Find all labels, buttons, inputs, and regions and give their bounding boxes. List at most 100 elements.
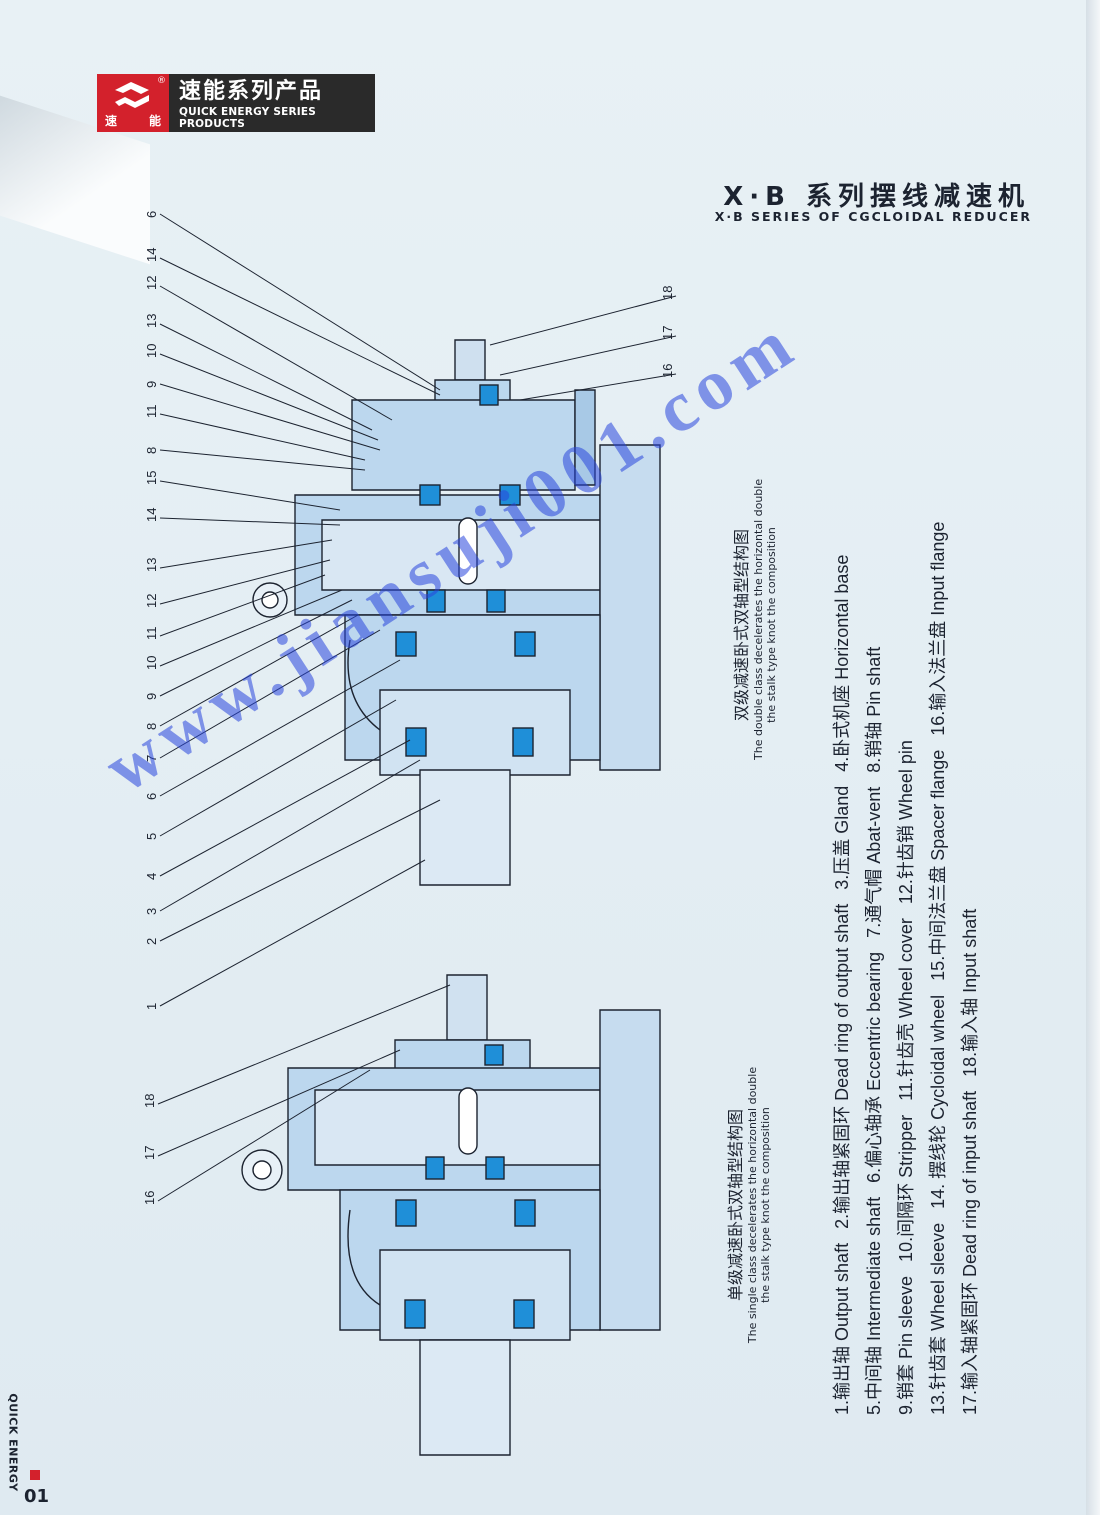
leader-line bbox=[157, 984, 451, 1105]
legend-item: 9.销套 Pin sleeve bbox=[896, 1275, 916, 1415]
legend-item: 11.针齿壳 Wheel cover bbox=[896, 918, 916, 1101]
logo-char: 能 bbox=[148, 114, 161, 128]
callout-double-10: 10 bbox=[144, 656, 159, 670]
legend-row: 5.中间轴 Intermediate shaft 6.偏心轴承 Eccentric… bbox=[858, 415, 890, 1415]
callout-double-6: 6 bbox=[144, 793, 159, 800]
page-number: 01 bbox=[24, 1486, 50, 1507]
leader-line bbox=[159, 759, 421, 912]
legend-item: 7.通气帽 Abat-vent bbox=[864, 786, 884, 938]
callout-single-18: 18 bbox=[142, 1094, 157, 1108]
legend-item: 12.针齿销 Wheel pin bbox=[896, 740, 916, 905]
leader-line bbox=[159, 859, 426, 1007]
callout-double-11: 11 bbox=[144, 627, 159, 641]
legend-item: 6.偏心轴承 Eccentric bearing bbox=[864, 951, 884, 1183]
caption-double-cn: 双级减速卧式双轴型结构图 bbox=[732, 529, 751, 722]
brand-logo: ® 速 能 bbox=[97, 74, 169, 132]
page-title-en: X·B SERIES OF CGCLOIDAL REDUCER bbox=[714, 209, 1032, 224]
callout-double-4: 4 bbox=[144, 873, 159, 880]
page-marker bbox=[30, 1470, 40, 1480]
leader-line bbox=[159, 517, 341, 526]
leader-line bbox=[159, 285, 393, 421]
leader-line bbox=[159, 413, 366, 461]
legend-item: 16.输入法兰盘 Input flange bbox=[928, 521, 948, 736]
leader-line bbox=[159, 383, 381, 451]
leader-line bbox=[159, 699, 397, 837]
leader-line bbox=[159, 659, 401, 797]
legend-item: 1.输出轴 Output shaft bbox=[832, 1242, 852, 1415]
logo-char: 速 bbox=[105, 114, 118, 128]
leader-line bbox=[159, 589, 343, 667]
leader-line bbox=[159, 480, 341, 511]
leader-line bbox=[159, 449, 366, 471]
legend-item: 13.针齿套 Wheel sleeve bbox=[928, 1222, 948, 1415]
caption-double-en2: the stalk type knot the composition bbox=[765, 527, 778, 723]
caption-single-en1: The single class decelerates the horizon… bbox=[746, 1066, 759, 1344]
callout-double-11: 11 bbox=[144, 405, 159, 419]
callout-double-3: 3 bbox=[144, 908, 159, 915]
legend-item: 10.间隔环 Stripper bbox=[896, 1114, 916, 1262]
callout-single-17: 17 bbox=[142, 1146, 157, 1160]
brand-logo-icon bbox=[115, 82, 149, 108]
callout-double-2: 2 bbox=[144, 938, 159, 945]
callout-double-12: 12 bbox=[144, 276, 159, 290]
callout-double-7: 7 bbox=[144, 755, 159, 762]
callout-double-9: 9 bbox=[144, 693, 159, 700]
brand-name-cn: 速能系列产品 bbox=[179, 79, 324, 104]
leader-line bbox=[159, 629, 381, 759]
page-title-cn: X·B 系列摆线减速机 bbox=[723, 182, 1030, 212]
caption-single: 单级减速卧式双轴型结构图 The single class decelerate… bbox=[722, 1060, 772, 1350]
legend-item: 15.中间法兰盘 Spacer flange bbox=[928, 749, 948, 981]
leader-line bbox=[499, 335, 677, 376]
callout-double-13: 13 bbox=[144, 314, 159, 328]
leader-line bbox=[489, 295, 677, 346]
callout-double-13: 13 bbox=[144, 558, 159, 572]
callout-double-12: 12 bbox=[144, 594, 159, 608]
callout-double-top-17: 17 bbox=[660, 326, 675, 340]
leader-line bbox=[159, 323, 373, 431]
callout-double-top-18: 18 bbox=[660, 286, 675, 300]
legend-item: 8.销轴 Pin shaft bbox=[864, 646, 884, 773]
single-stage-drawing bbox=[241, 974, 661, 1456]
double-stage-drawing bbox=[252, 339, 661, 886]
legend-row: 13.针齿套 Wheel sleeve 14. 摆线轮 Cycloidal whe… bbox=[922, 415, 954, 1415]
callout-double-1: 1 bbox=[144, 1003, 159, 1010]
callout-double-15: 15 bbox=[144, 471, 159, 485]
leader-line bbox=[159, 574, 326, 637]
callout-double-top-16: 16 bbox=[660, 364, 675, 378]
leader-line bbox=[159, 539, 333, 569]
legend-item: 18.输入轴 Input shaft bbox=[960, 908, 980, 1077]
brand-header: ® 速 能 速能系列产品 QUICK ENERGY SERIES PRODUCT… bbox=[97, 74, 375, 132]
leader-line bbox=[159, 353, 379, 441]
caption-single-cn: 单级减速卧式双轴型结构图 bbox=[726, 1109, 745, 1302]
legend-item: 14. 摆线轮 Cycloidal wheel bbox=[928, 994, 948, 1209]
legend-item: 4.卧式机座 Horizontal base bbox=[832, 554, 852, 772]
leader-lines bbox=[157, 213, 677, 1202]
legend-row: 1.输出轴 Output shaft 2.输出轴紧固环 Dead ring of … bbox=[826, 415, 858, 1415]
callout-labels: 6141213109118151413121110987654321181716… bbox=[142, 211, 675, 1205]
caption-double-en1: The double class decelerates the horizon… bbox=[752, 478, 765, 760]
legend-row: 9.销套 Pin sleeve 10.间隔环 Stripper 11.针齿壳 Whe… bbox=[890, 415, 922, 1415]
callout-double-8: 8 bbox=[144, 723, 159, 730]
callout-double-9: 9 bbox=[144, 381, 159, 388]
leader-line bbox=[159, 213, 441, 391]
registered-mark: ® bbox=[157, 76, 166, 86]
legend-item: 17.输入轴紧固环 Dead ring of input shaft bbox=[960, 1090, 980, 1415]
callout-double-5: 5 bbox=[144, 833, 159, 840]
caption-single-en2: the stalk type knot the composition bbox=[759, 1107, 772, 1303]
callout-double-10: 10 bbox=[144, 344, 159, 358]
callout-double-14: 14 bbox=[144, 508, 159, 522]
legend-item: 2.输出轴紧固环 Dead ring of output shaft bbox=[832, 903, 852, 1229]
page-edge bbox=[1086, 0, 1100, 1515]
legend-row: 17.输入轴紧固环 Dead ring of input shaft 18.输入轴… bbox=[954, 415, 986, 1415]
callout-double-8: 8 bbox=[144, 447, 159, 454]
callout-double-6: 6 bbox=[144, 211, 159, 218]
leader-line bbox=[159, 257, 441, 396]
legend-item: 5.中间轴 Intermediate shaft bbox=[864, 1196, 884, 1415]
leader-line bbox=[159, 739, 411, 877]
footer-label: QUICK ENERGY bbox=[6, 1393, 20, 1492]
leader-line bbox=[159, 799, 441, 942]
leader-line bbox=[157, 1049, 401, 1157]
leader-line bbox=[519, 373, 677, 401]
